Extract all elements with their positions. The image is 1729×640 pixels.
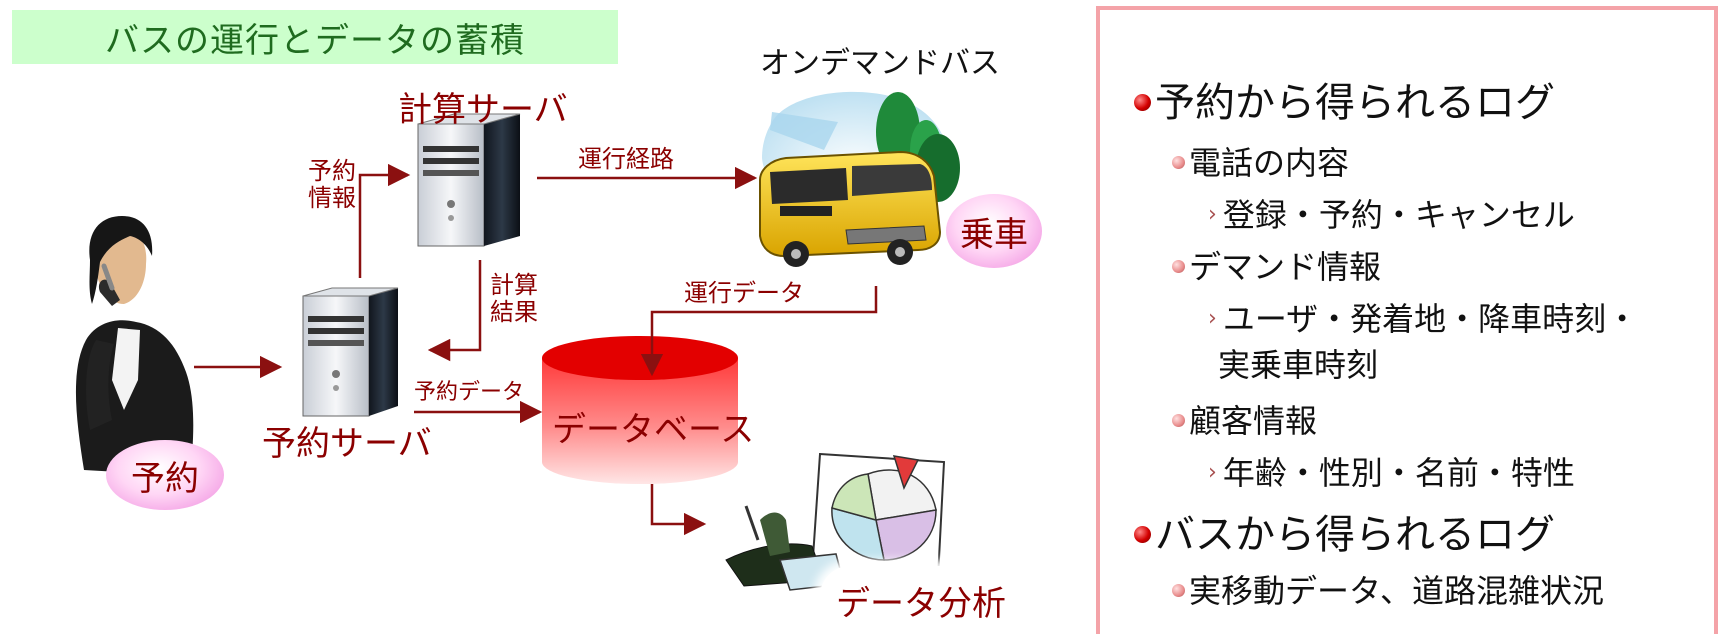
reservation-info-label: 予約 情報 (308, 157, 356, 212)
boarding-bubble: 乗車 (946, 194, 1042, 268)
bullet-item-7: ›年齢・性別・名前・特性 (1208, 454, 1575, 492)
bullet-item-2: 電話の内容 (1172, 138, 1349, 184)
reservation-bubble: 予約 (106, 440, 224, 510)
bullet-item-8: バスから得られるログ (1134, 502, 1555, 560)
arrow-operation-data (640, 286, 878, 377)
chevron-right-icon: › (1208, 459, 1217, 485)
arrow-calc-result (427, 260, 482, 362)
bullet-item-1: 予約から得られるログ (1134, 70, 1555, 128)
bullet-item-4: デマンド情報 (1172, 242, 1381, 288)
operation-data-label: 運行データ (684, 279, 804, 307)
bullet-item-6: 顧客情報 (1172, 396, 1317, 442)
businesswoman-icon (75, 216, 194, 476)
pink-ball-bullet-icon (1172, 413, 1185, 427)
pink-ball-bullet-icon (1172, 259, 1185, 273)
red-ball-bullet-icon (1134, 93, 1151, 111)
data-analysis-label: データ分析 (836, 584, 1006, 624)
database-icon (542, 336, 738, 484)
reservation-data-label: 予約データ (414, 380, 525, 405)
bullet-item-9: 実移動データ、道路混雑状況 (1172, 566, 1604, 612)
log-panel: 予約から得られるログ 電話の内容 ›登録・予約・キャンセル デマンド情報 ›ユー… (1096, 6, 1718, 634)
calc-server-icon (417, 113, 521, 247)
route-label: 運行経路 (578, 145, 674, 173)
bus-icon (759, 91, 960, 267)
chevron-right-icon: › (1208, 201, 1217, 227)
chevron-right-icon: › (1208, 305, 1217, 331)
calc-server-label: 計算サーバ (398, 90, 568, 130)
bullet-item-5-continued: 実乗車時刻 (1218, 346, 1379, 384)
data-analysis-icon (725, 452, 946, 591)
bullet-item-5: ›ユーザ・発着地・降車時刻・ (1208, 300, 1639, 338)
pink-ball-bullet-icon (1172, 155, 1185, 169)
calc-result-label: 計算 結果 (490, 271, 538, 326)
reservation-server-icon (302, 287, 399, 417)
reservation-server-label: 予約サーバ (262, 424, 432, 464)
page-title: バスの運行とデータの蓄積 (12, 10, 618, 64)
diagram-canvas (75, 91, 960, 591)
arrow-db-to-analysis (650, 484, 707, 536)
arrow-reservation-to-calc-server (358, 163, 411, 278)
flow-arrows (194, 163, 878, 536)
bullet-item-3: ›登録・予約・キャンセル (1208, 196, 1575, 234)
data-analysis-label-bg (820, 566, 1016, 626)
database-label: データベース (552, 410, 755, 450)
red-ball-bullet-icon (1134, 525, 1151, 543)
pink-ball-bullet-icon (1172, 583, 1185, 597)
on-demand-bus-label: オンデマンドバス (760, 46, 1000, 81)
